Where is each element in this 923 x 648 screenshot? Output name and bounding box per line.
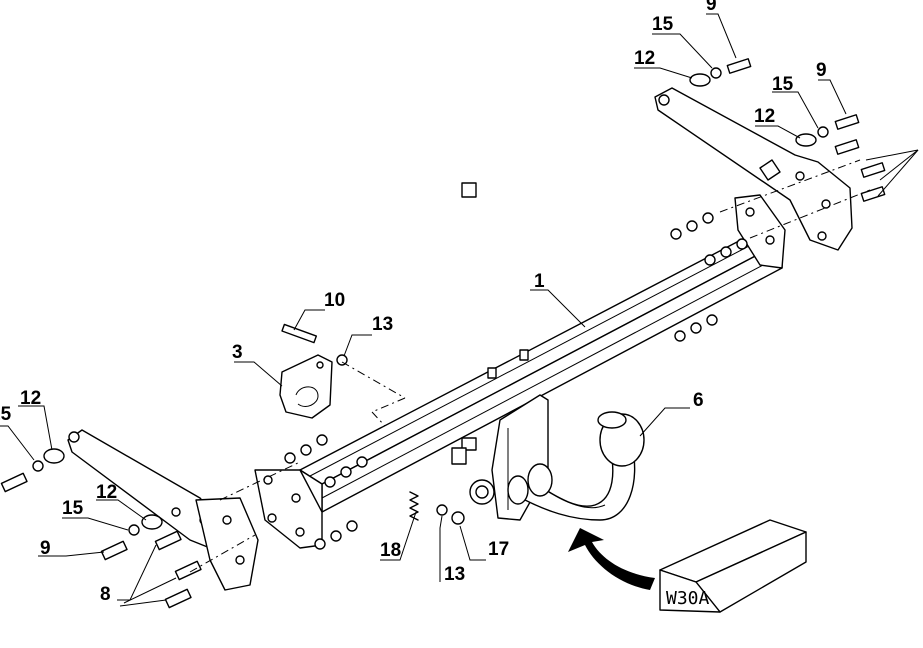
assembly-dashed-lines [189, 159, 871, 573]
label-lock-tr-upper: 15 [652, 14, 674, 35]
label-bolt-tr-upper: 9 [706, 0, 717, 15]
label-nut-ball: 13 [444, 564, 465, 585]
curved-arrow [568, 528, 655, 590]
tow-neck-ball [469, 394, 645, 521]
label-washer-tr-upper: 12 [634, 48, 655, 69]
label-lock-tr-lower: 15 [772, 74, 794, 95]
label-bolt-left: 9 [40, 538, 51, 559]
label-washer-tr-lower: 12 [754, 106, 775, 127]
label-bracket: 3 [232, 342, 243, 363]
label-frame: 1 [534, 271, 545, 292]
label-spring-18: 18 [380, 540, 401, 561]
label-nut-17: 17 [488, 539, 509, 560]
label-bolt-bracket: 10 [324, 290, 345, 311]
label-ball: 6 [693, 390, 704, 411]
electric-kit-box: W30A [659, 519, 807, 613]
label-lock-left-outer: 15 [0, 404, 12, 425]
left-side-plate [67, 429, 323, 591]
part-labels: 1 3 6 8 9 9 9 10 12 12 12 12 13 13 15 15… [0, 0, 827, 605]
leader-lines [0, 13, 919, 607]
label-lock-left-inner: 15 [62, 498, 84, 519]
label-washer-left-inner: 12 [96, 482, 117, 503]
right-side-plate [654, 87, 853, 269]
label-bolts-left: 8 [100, 584, 111, 605]
label-nut-bracket: 13 [372, 314, 393, 335]
label-washer-left-outer: 12 [20, 388, 41, 409]
label-bolt-tr-lower: 9 [816, 60, 827, 81]
bracket-3 [279, 354, 333, 419]
box-code: W30A [666, 588, 710, 609]
fasteners [0, 58, 886, 609]
